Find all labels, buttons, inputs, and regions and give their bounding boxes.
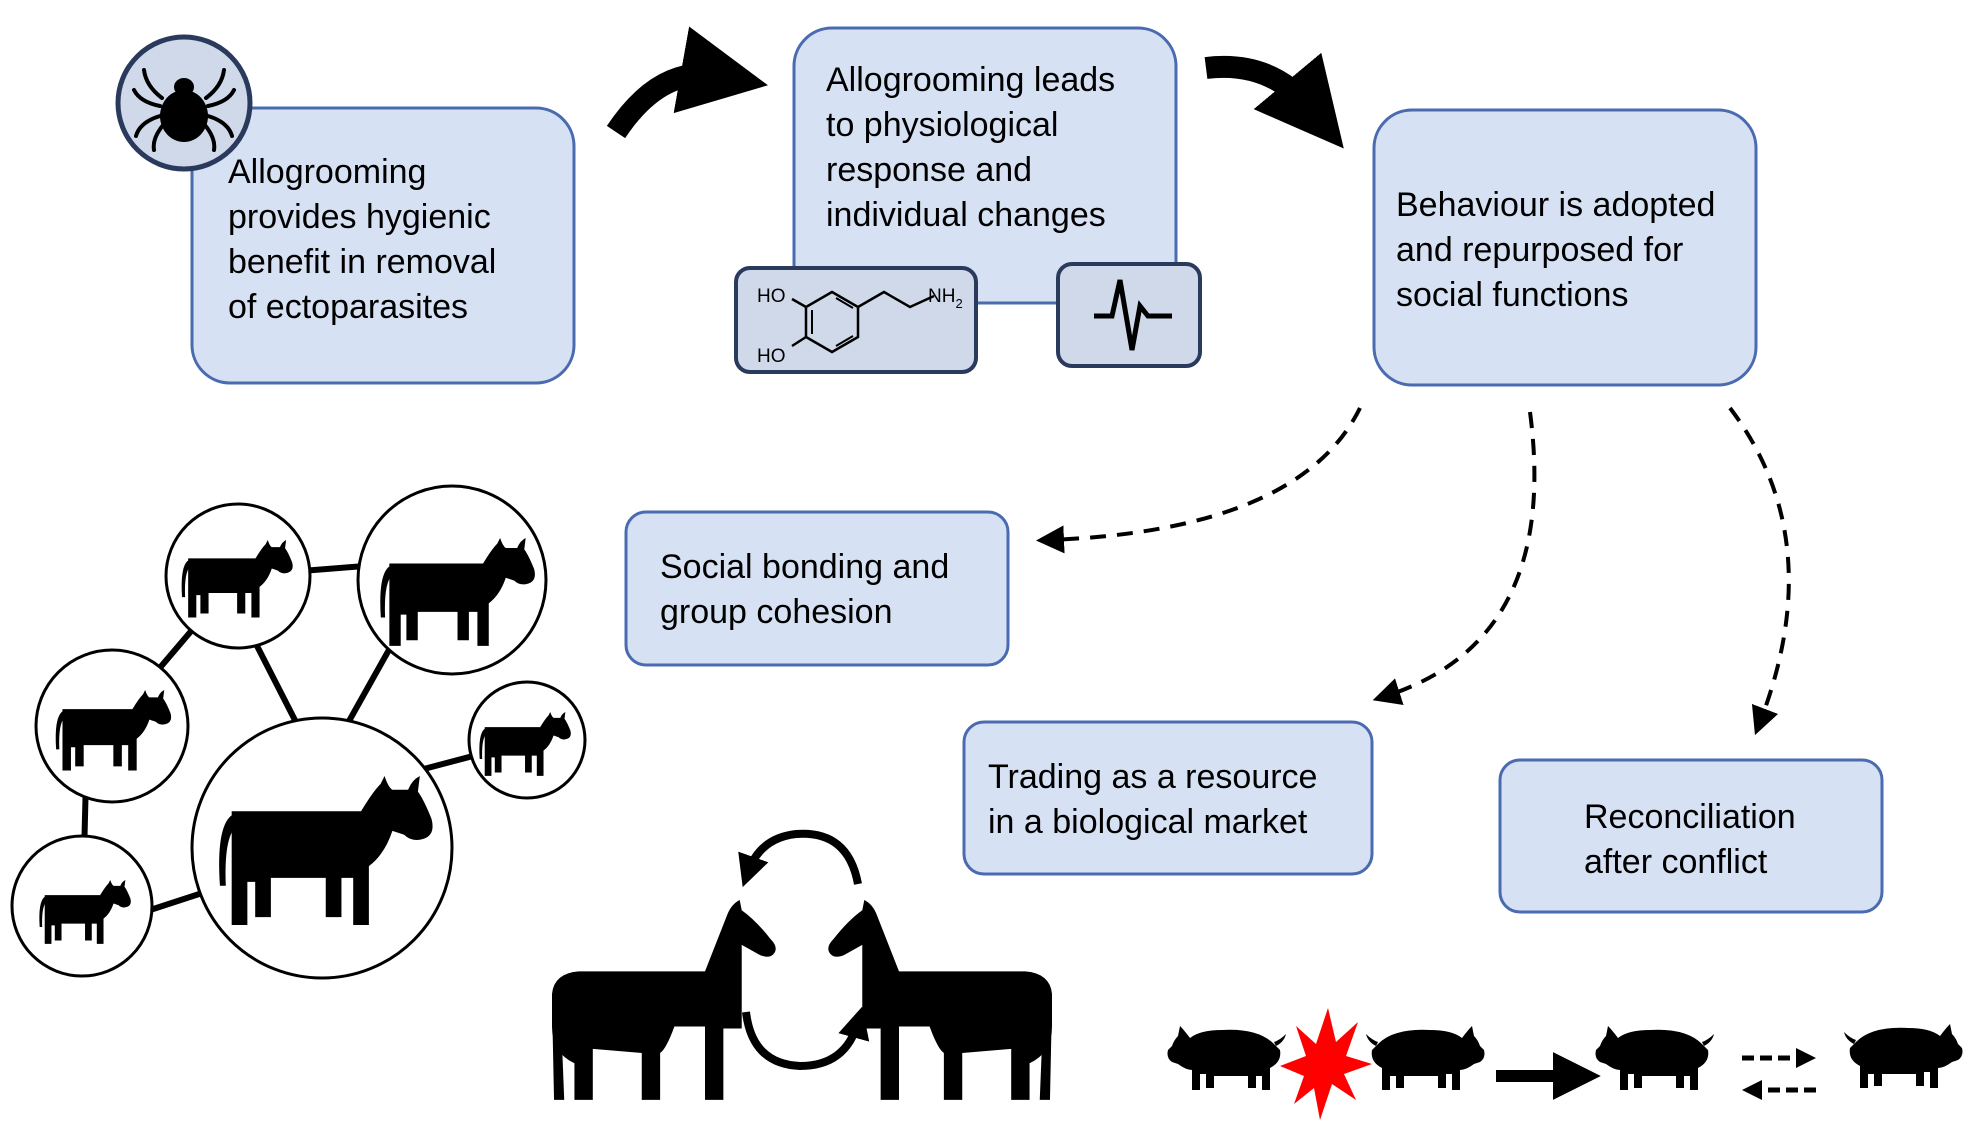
horse-trading — [552, 829, 1052, 1100]
hygiene-box — [190, 106, 576, 385]
physiology-text: Allogrooming leads to physiological resp… — [826, 61, 1125, 234]
pig-icon — [1167, 1026, 1286, 1090]
dashed-arrow-to-bonding — [1036, 407, 1362, 554]
tick-icon — [115, 34, 253, 172]
molecule-ho-top: HO — [757, 286, 786, 307]
adoption-text: Behaviour is adopted and repurposed for … — [1396, 186, 1725, 314]
adoption-box — [1372, 108, 1758, 387]
physiology-box — [792, 26, 1178, 305]
horse-icon — [552, 900, 776, 1100]
dashed-arrow-to-trading — [1372, 411, 1537, 706]
cow-network — [10, 484, 587, 980]
pig-icon — [1595, 1026, 1714, 1090]
cycle-arrow-top — [738, 829, 862, 888]
dopamine-structure-icon: HO HO NH2 — [734, 266, 978, 374]
molecule-amine: NH2 — [928, 286, 963, 311]
pig-reconciliation — [1167, 1008, 1963, 1120]
curved-arrow-physiology-to-adoption — [1204, 52, 1344, 149]
horse-icon — [828, 900, 1052, 1100]
dashed-arrow-to-reconciliation — [1728, 406, 1791, 736]
bonding-text: Social bonding and group cohesion — [660, 548, 959, 631]
pig-icon — [1844, 1024, 1963, 1088]
conflict-burst-icon — [1280, 1008, 1372, 1120]
reconciliation-text: Reconciliation after conflict — [1584, 798, 1805, 881]
bonding-box — [624, 510, 1010, 667]
trading-text: Trading as a resource in a biological ma… — [988, 758, 1327, 841]
pig-icon — [1366, 1026, 1485, 1090]
pulse-icon — [1056, 262, 1202, 368]
curved-arrow-hygiene-to-physiology — [606, 26, 768, 139]
cycle-arrow-bottom — [742, 1006, 870, 1071]
hygiene-text: Allogrooming provides hygienic benefit i… — [228, 153, 506, 326]
trading-box — [962, 720, 1374, 876]
reconciliation-box — [1498, 758, 1884, 914]
molecule-ho-bottom: HO — [757, 346, 786, 367]
